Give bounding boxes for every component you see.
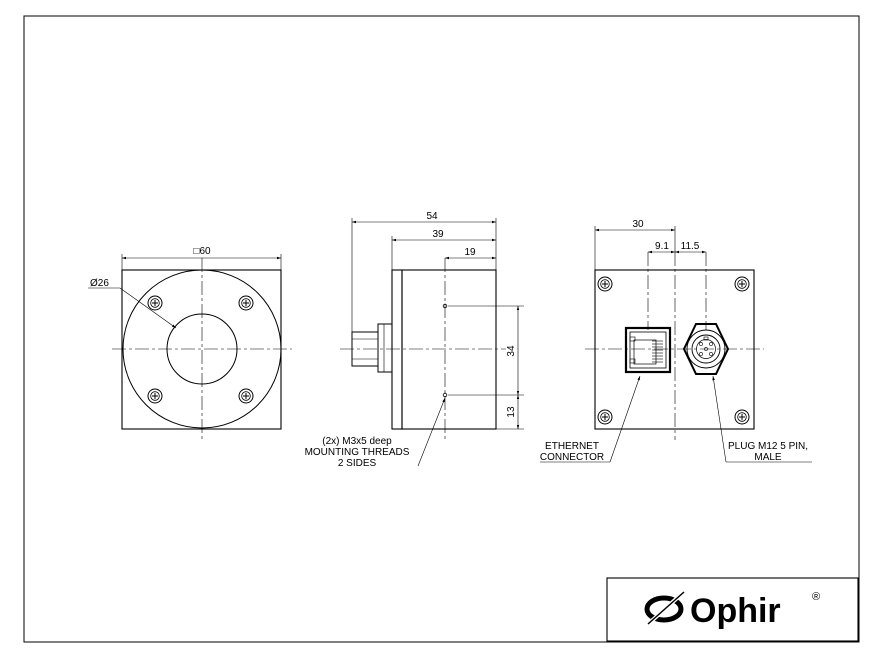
side-body [401,269,497,430]
ethernet-label-line1: ETHERNET [545,441,599,452]
back-screw-icon [734,409,750,425]
front-width-dim: □60 [193,246,211,257]
side-note-line1: (2x) M3x5 deep [322,436,392,447]
back-screw-icon [734,276,750,292]
drawing-frame [23,15,860,643]
front-diameter-dim: Ø26 [90,278,109,289]
title-block: Ophir ® [606,577,859,642]
side-height-dim: 34 [506,345,517,357]
front-screw-icon [238,388,254,404]
back-ethernet-pos-dim: 30 [632,219,644,230]
side-lens-collar [377,323,393,373]
plug-label-line1: PLUG M12 5 PIN, [728,441,808,452]
side-flange [391,269,403,430]
back-plug-offset-dim: 11.5 [681,241,700,252]
front-screw-icon [147,388,163,404]
back-body [594,269,755,430]
back-screw-icon [597,276,613,292]
ethernet-port-icon [624,326,672,374]
ethernet-label-line2: CONNECTOR [540,452,604,463]
side-note-line3: 2 SIDES [338,458,377,469]
front-screw-icon [147,295,163,311]
side-note-line2: MOUNTING THREADS [305,447,410,458]
back-gap-dim: 9.1 [655,241,669,252]
back-view: 30 9.1 11.5 ETHERNET CONNECTOR PLUG M12 … [540,219,812,463]
plug-label-line2: MALE [754,452,782,463]
side-thread-height-dim: 13 [506,406,517,418]
brand-name: Ophir [690,592,781,630]
side-overall-dim: 54 [426,211,438,222]
ophir-logo-icon [644,588,688,628]
side-thread-pos-dim: 19 [464,247,476,258]
side-view: 34 13 54 39 19 (2x) M3x5 deep MOUNTING T… [305,211,524,469]
front-screw-icon [238,295,254,311]
back-screw-icon [597,409,613,425]
registered-mark: ® [812,591,820,603]
front-view: □60 Ø26 [88,246,292,440]
side-body-dim: 39 [432,229,444,240]
